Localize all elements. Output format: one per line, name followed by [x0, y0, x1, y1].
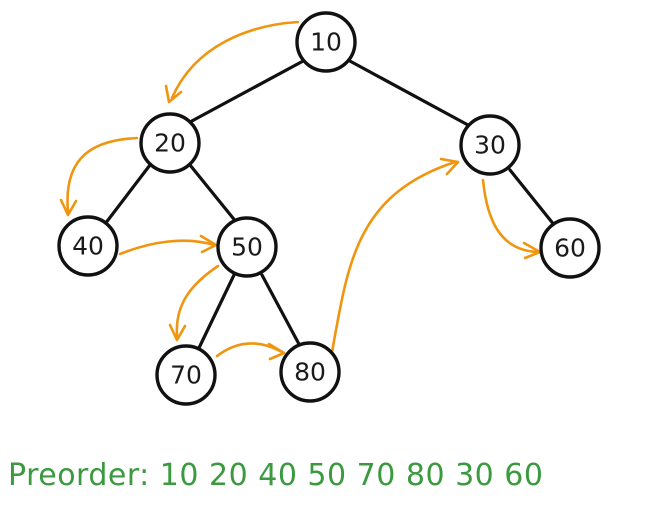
- node-70: 70: [155, 344, 217, 406]
- node-30-label: 30: [474, 131, 506, 160]
- node-80-label: 80: [294, 358, 326, 387]
- node-20-circle: [139, 112, 201, 174]
- node-50-label: 50: [231, 233, 263, 262]
- node-10: 10: [295, 11, 357, 73]
- edge-20-40: [103, 163, 152, 226]
- node-50-circle: [216, 216, 278, 278]
- arrow-80-to-30: [330, 157, 460, 354]
- node-80: 80: [279, 341, 341, 403]
- edge-50-70: [196, 273, 236, 352]
- node-10-circle: [295, 11, 357, 73]
- node-30: 30: [459, 114, 521, 176]
- arrow-10-to-20: [164, 20, 300, 104]
- node-70-circle: [155, 344, 217, 406]
- arrow-20-to-40: [59, 136, 139, 217]
- node-30-circle: [459, 114, 521, 176]
- node-60-label: 60: [554, 234, 586, 263]
- arrow-30-to-60: [481, 178, 542, 260]
- edge-50-80: [260, 273, 302, 348]
- node-80-circle: [279, 341, 341, 403]
- preorder-caption: Preorder: 10 20 40 50 70 80 30 60: [8, 458, 544, 493]
- edge-20-50: [188, 163, 239, 225]
- node-60: 60: [539, 217, 601, 279]
- node-40: 40: [57, 215, 119, 277]
- traversal-arrows: [59, 20, 542, 361]
- arrow-40-to-50: [118, 234, 218, 256]
- node-70-label: 70: [170, 361, 202, 390]
- tree-edges: [103, 58, 557, 352]
- tree-nodes: 10 20 30 40 50 60 70 80: [57, 11, 601, 406]
- edge-10-20: [188, 58, 307, 124]
- node-10-label: 10: [310, 28, 342, 57]
- node-40-label: 40: [72, 232, 104, 261]
- node-60-circle: [539, 217, 601, 279]
- node-40-circle: [57, 215, 119, 277]
- node-50: 50: [216, 216, 278, 278]
- edge-10-30: [346, 58, 470, 127]
- arrow-50-to-70: [168, 264, 220, 342]
- node-20-label: 20: [154, 129, 186, 158]
- arrow-70-to-80: [215, 342, 286, 361]
- edge-30-60: [508, 168, 557, 228]
- node-20: 20: [139, 112, 201, 174]
